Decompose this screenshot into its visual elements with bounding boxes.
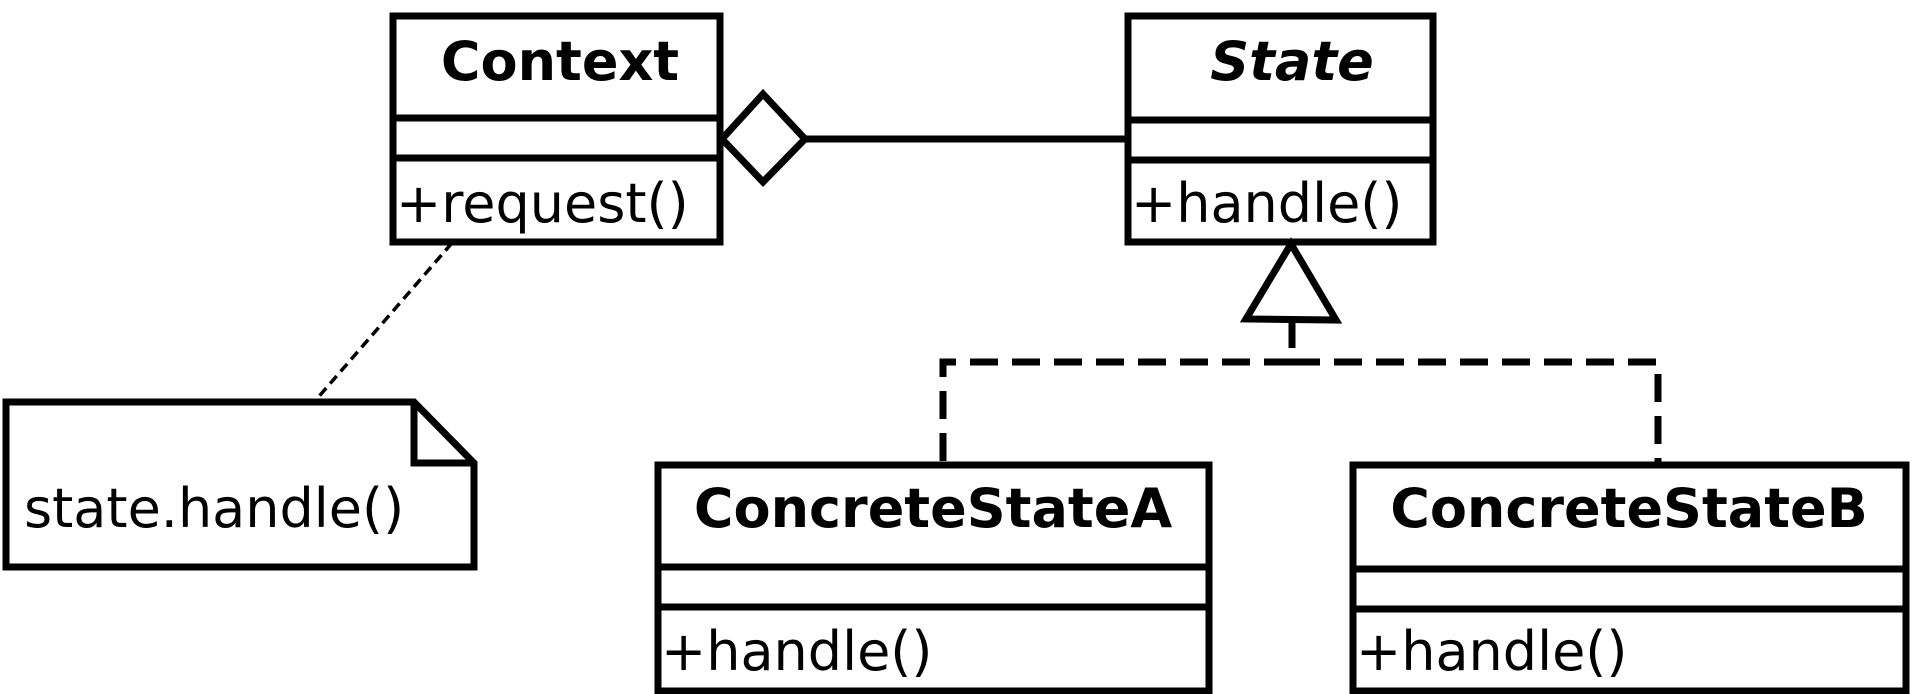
class-concrete-state-a[interactable]: ConcreteStateA +handle() <box>654 461 1213 694</box>
class-state-frame <box>1124 12 1437 246</box>
class-context-name: Context <box>441 30 679 93</box>
realization-line-concrete-a <box>939 320 1296 465</box>
class-concrete-state-b-name: ConcreteStateB <box>1390 477 1868 540</box>
class-concrete-state-a-frame <box>654 461 1213 694</box>
class-context[interactable]: Context +request() <box>389 12 724 246</box>
class-concrete-state-b[interactable]: ConcreteStateB +handle() <box>1349 461 1910 694</box>
note-frame <box>2 398 478 571</box>
class-concrete-state-b-frame <box>1349 461 1910 694</box>
class-concrete-state-b-method: +handle() <box>1356 620 1627 683</box>
class-concrete-state-a-method: +handle() <box>661 620 932 683</box>
note-folded-corner-icon <box>410 402 474 467</box>
class-state-name: State <box>1210 30 1374 93</box>
class-state[interactable]: State +handle() <box>1124 12 1437 246</box>
note-text: state.handle() <box>24 477 404 540</box>
note-state-handle[interactable]: state.handle() <box>2 241 478 571</box>
aggregation-diamond-icon <box>717 88 810 188</box>
inheritance-triangle-icon <box>1239 237 1343 324</box>
aggregation-association <box>717 88 1128 188</box>
note-anchor-line <box>313 241 454 403</box>
class-concrete-state-a-name: ConcreteStateA <box>694 477 1172 540</box>
class-context-frame <box>389 12 724 246</box>
class-context-method: +request() <box>396 172 689 235</box>
class-state-method: +handle() <box>1131 172 1402 235</box>
realization-line-concrete-b <box>1292 358 1662 465</box>
realization-arrows <box>939 237 1662 465</box>
